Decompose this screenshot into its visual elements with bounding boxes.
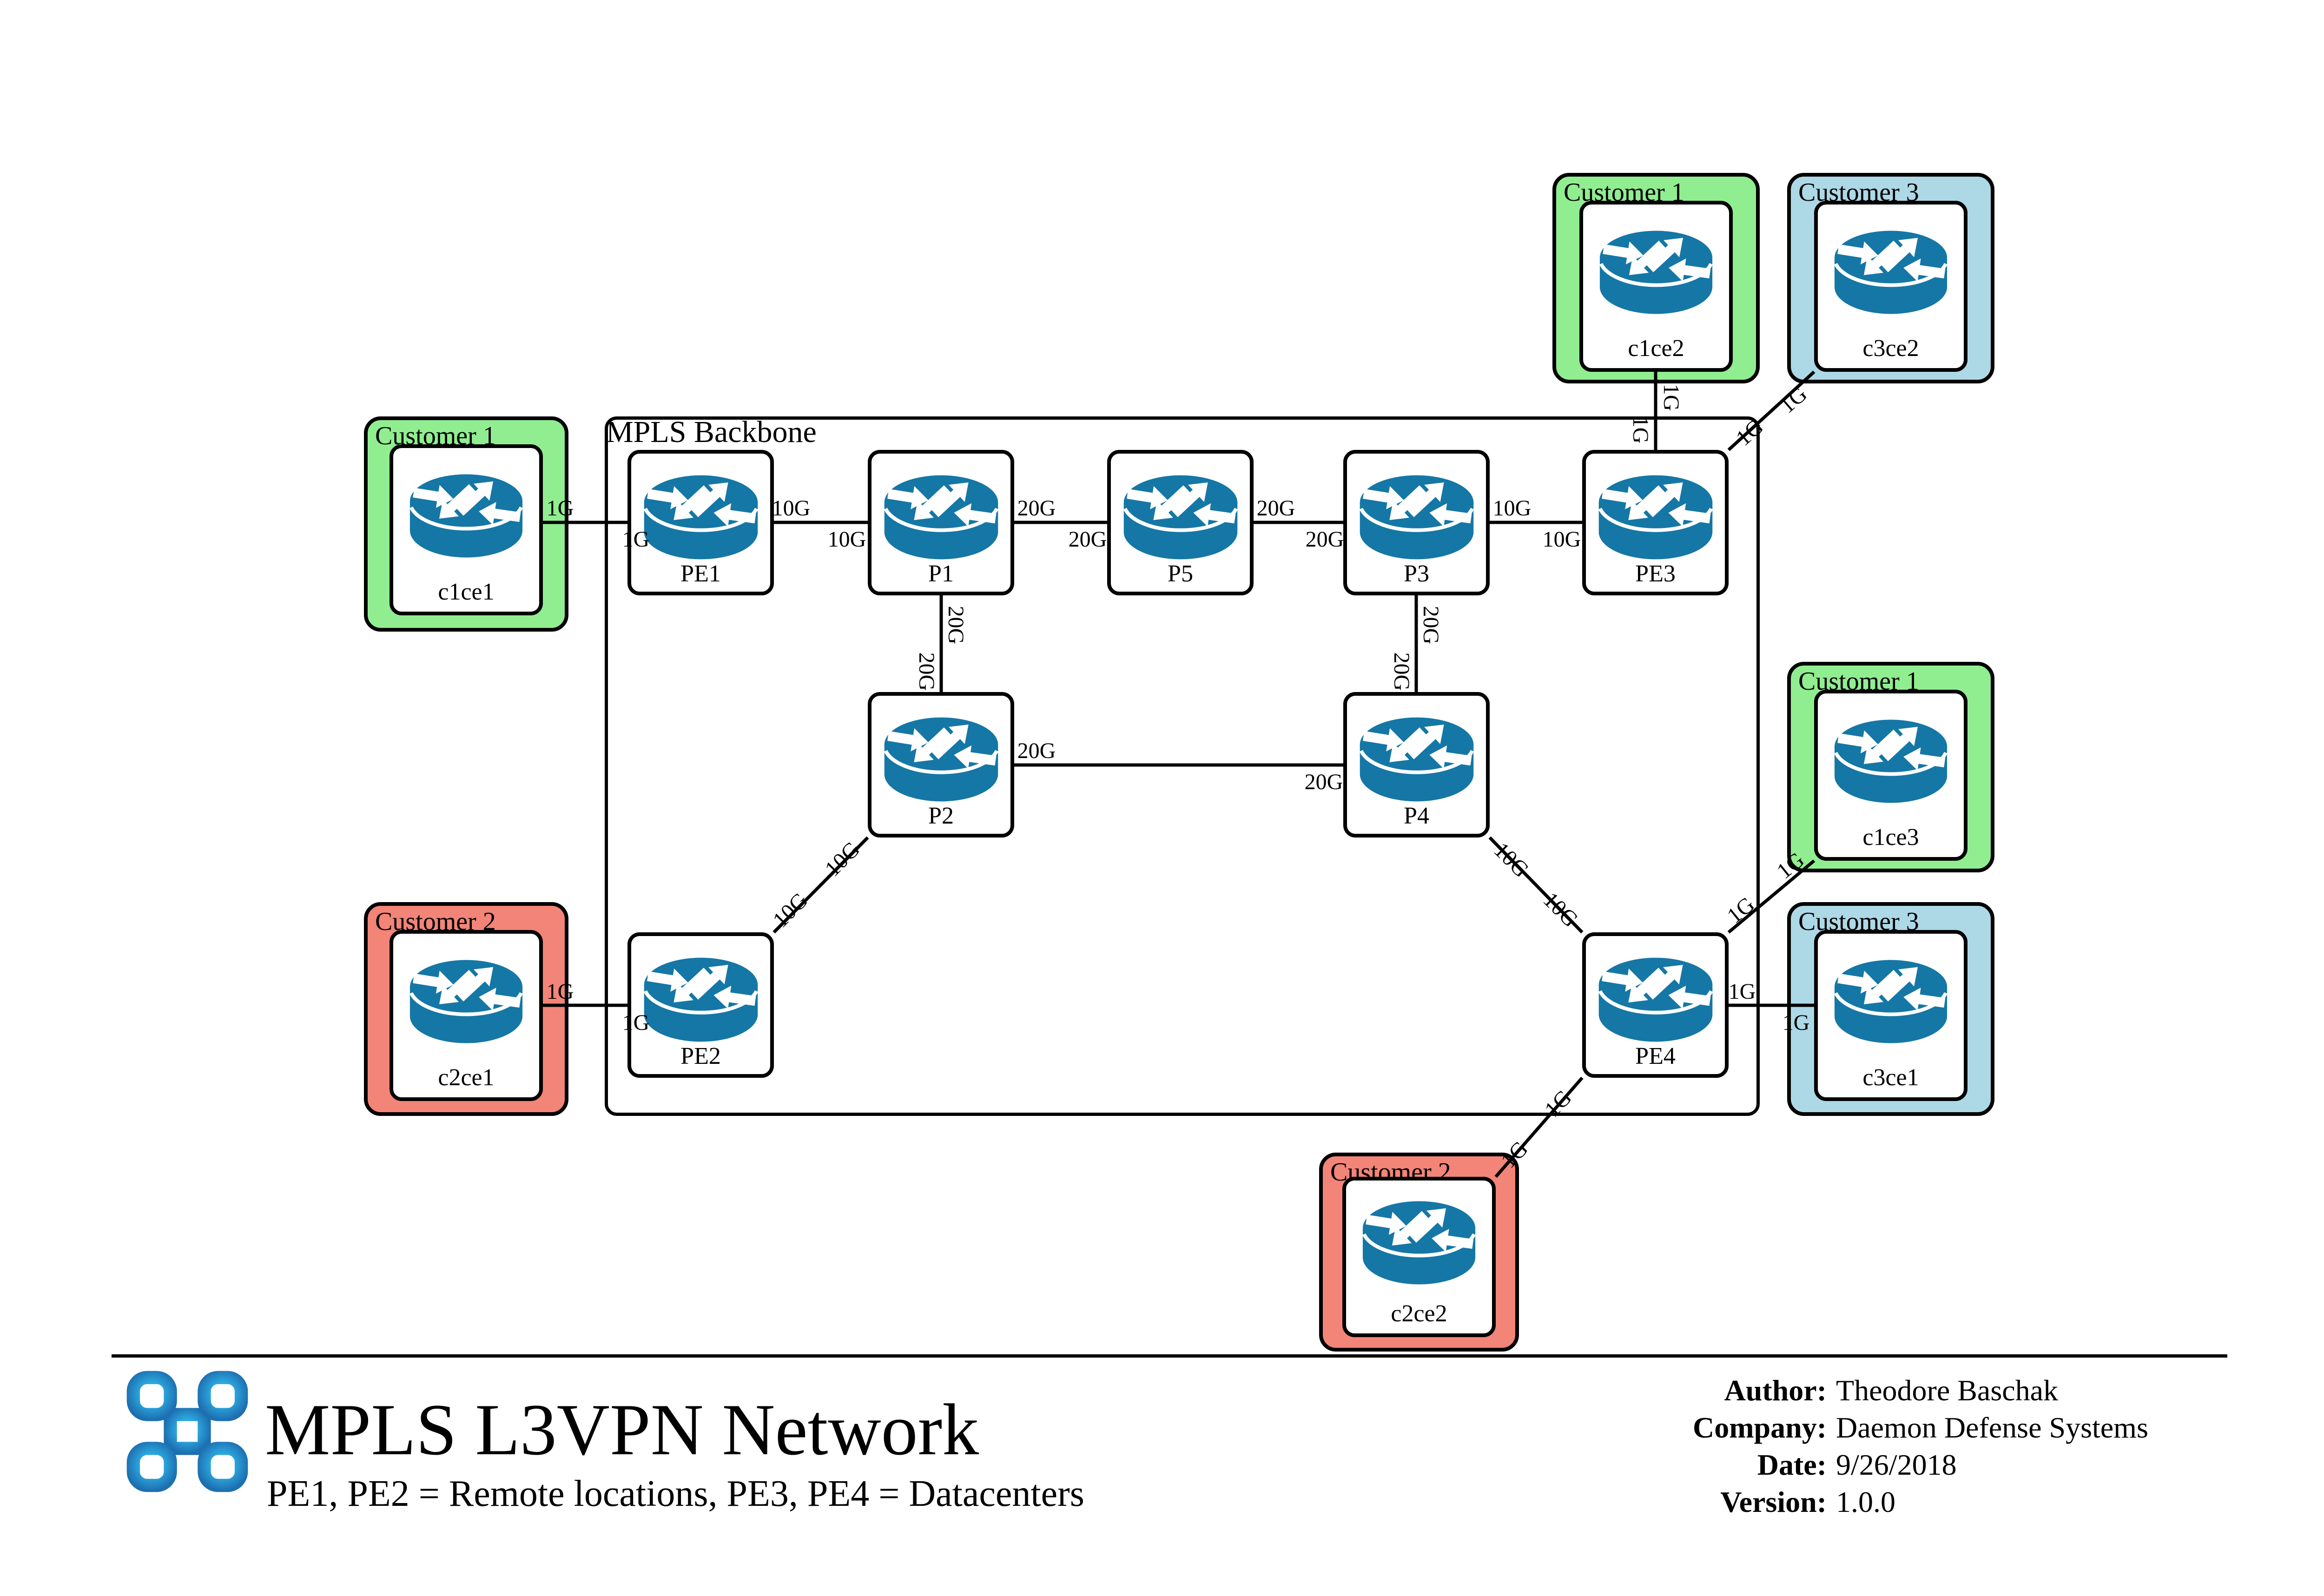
router-icon-wrap (1353, 470, 1481, 564)
credit-row-author: Author: Theodore Baschak (1604, 1372, 2148, 1409)
backbone-router-name: P1 (928, 561, 954, 587)
router-icon (1598, 957, 1713, 1042)
router-icon (1834, 719, 1948, 803)
ce-router-card-c3ce2: c3ce2 (1814, 201, 1967, 372)
backbone-router-name: P2 (928, 803, 954, 829)
router-icon-wrap (877, 712, 1005, 806)
router-icon (1362, 1201, 1476, 1285)
backbone-router-name: PE1 (680, 561, 721, 587)
credit-label: Company: (1692, 1411, 1827, 1444)
backbone-router-name: PE2 (680, 1043, 721, 1069)
backbone-router-card-PE3: PE3 (1582, 450, 1729, 595)
ce-router-card-c2ce2: c2ce2 (1342, 1177, 1496, 1337)
credit-label: Author: (1724, 1374, 1827, 1407)
credit-label: Version: (1720, 1485, 1827, 1518)
router-icon (1834, 231, 1948, 314)
backbone-router-card-PE1: PE1 (627, 450, 774, 595)
ce-router-name: c1ce1 (438, 579, 495, 605)
backbone-router-card-P1: P1 (868, 450, 1014, 595)
ce-router-card-c1ce3: c1ce3 (1814, 690, 1967, 861)
diagram-subtitle: PE1, PE2 = Remote locations, PE3, PE4 = … (267, 1473, 1084, 1514)
ce-router-name: c2ce2 (1391, 1300, 1447, 1327)
router-icon-wrap (403, 955, 529, 1048)
router-icon (409, 960, 523, 1043)
backbone-router-name: P3 (1404, 561, 1429, 587)
backbone-router-card-PE2: PE2 (627, 932, 774, 1078)
credit-row-date: Date: 9/26/2018 (1604, 1446, 2148, 1484)
credit-row-version: Version: 1.0.0 (1604, 1484, 2148, 1521)
router-icon (1834, 960, 1948, 1043)
separator-line (112, 1354, 2227, 1358)
router-icon (1359, 475, 1474, 560)
credit-value: 1.0.0 (1836, 1485, 1895, 1518)
router-icon (1599, 231, 1713, 314)
router-icon (884, 475, 998, 560)
credit-value: Daemon Defense Systems (1836, 1411, 2148, 1444)
command-knot-logo-icon (120, 1369, 255, 1494)
backbone-router-card-P2: P2 (868, 692, 1014, 838)
router-icon-wrap (1828, 955, 1954, 1048)
router-icon (1598, 475, 1713, 560)
ce-router-card-c1ce2: c1ce2 (1579, 201, 1733, 372)
router-icon-wrap (1591, 953, 1720, 1047)
router-icon (884, 717, 998, 802)
backbone-router-card-PE4: PE4 (1582, 932, 1729, 1078)
credits-block: Author: Theodore Baschak Company: Daemon… (1604, 1372, 2148, 1521)
router-icon (643, 957, 758, 1042)
credit-value: Theodore Baschak (1836, 1374, 2059, 1407)
router-icon-wrap (877, 470, 1005, 564)
router-icon-wrap (1356, 1196, 1482, 1289)
router-icon-wrap (1828, 226, 1954, 319)
router-icon (643, 475, 758, 560)
backbone-router-card-P4: P4 (1343, 692, 1490, 838)
credit-label: Date: (1757, 1448, 1827, 1481)
backbone-router-card-P5: P5 (1107, 450, 1254, 595)
backbone-router-name: PE3 (1635, 561, 1676, 587)
diagram-title: MPLS L3VPN Network (265, 1389, 979, 1471)
router-icon (1359, 717, 1474, 802)
router-icon-wrap (637, 470, 765, 564)
backbone-router-name: PE4 (1635, 1043, 1676, 1069)
router-icon-wrap (637, 953, 765, 1047)
ce-router-card-c3ce1: c3ce1 (1814, 930, 1967, 1101)
backbone-router-card-P3: P3 (1343, 450, 1490, 595)
router-icon-wrap (403, 469, 529, 562)
router-icon-wrap (1591, 470, 1720, 564)
backbone-router-name: P4 (1404, 803, 1429, 829)
credit-row-company: Company: Daemon Defense Systems (1604, 1409, 2148, 1446)
ce-router-name: c3ce1 (1862, 1064, 1919, 1091)
ce-router-card-c1ce1: c1ce1 (390, 444, 543, 615)
ce-router-card-c2ce1: c2ce1 (390, 930, 543, 1101)
credit-value: 9/26/2018 (1836, 1448, 1957, 1481)
router-icon-wrap (1593, 226, 1719, 319)
router-icon-wrap (1828, 715, 1954, 808)
router-icon (409, 474, 523, 558)
mpls-backbone-label: MPLS Backbone (606, 415, 817, 449)
router-icon-wrap (1116, 470, 1245, 564)
ce-router-name: c2ce1 (438, 1064, 495, 1091)
ce-router-name: c1ce3 (1862, 824, 1919, 851)
ce-router-name: c1ce2 (1628, 335, 1684, 362)
router-icon (1123, 475, 1238, 560)
router-icon-wrap (1353, 712, 1481, 806)
ce-router-name: c3ce2 (1862, 335, 1919, 362)
backbone-router-name: P5 (1168, 561, 1193, 587)
